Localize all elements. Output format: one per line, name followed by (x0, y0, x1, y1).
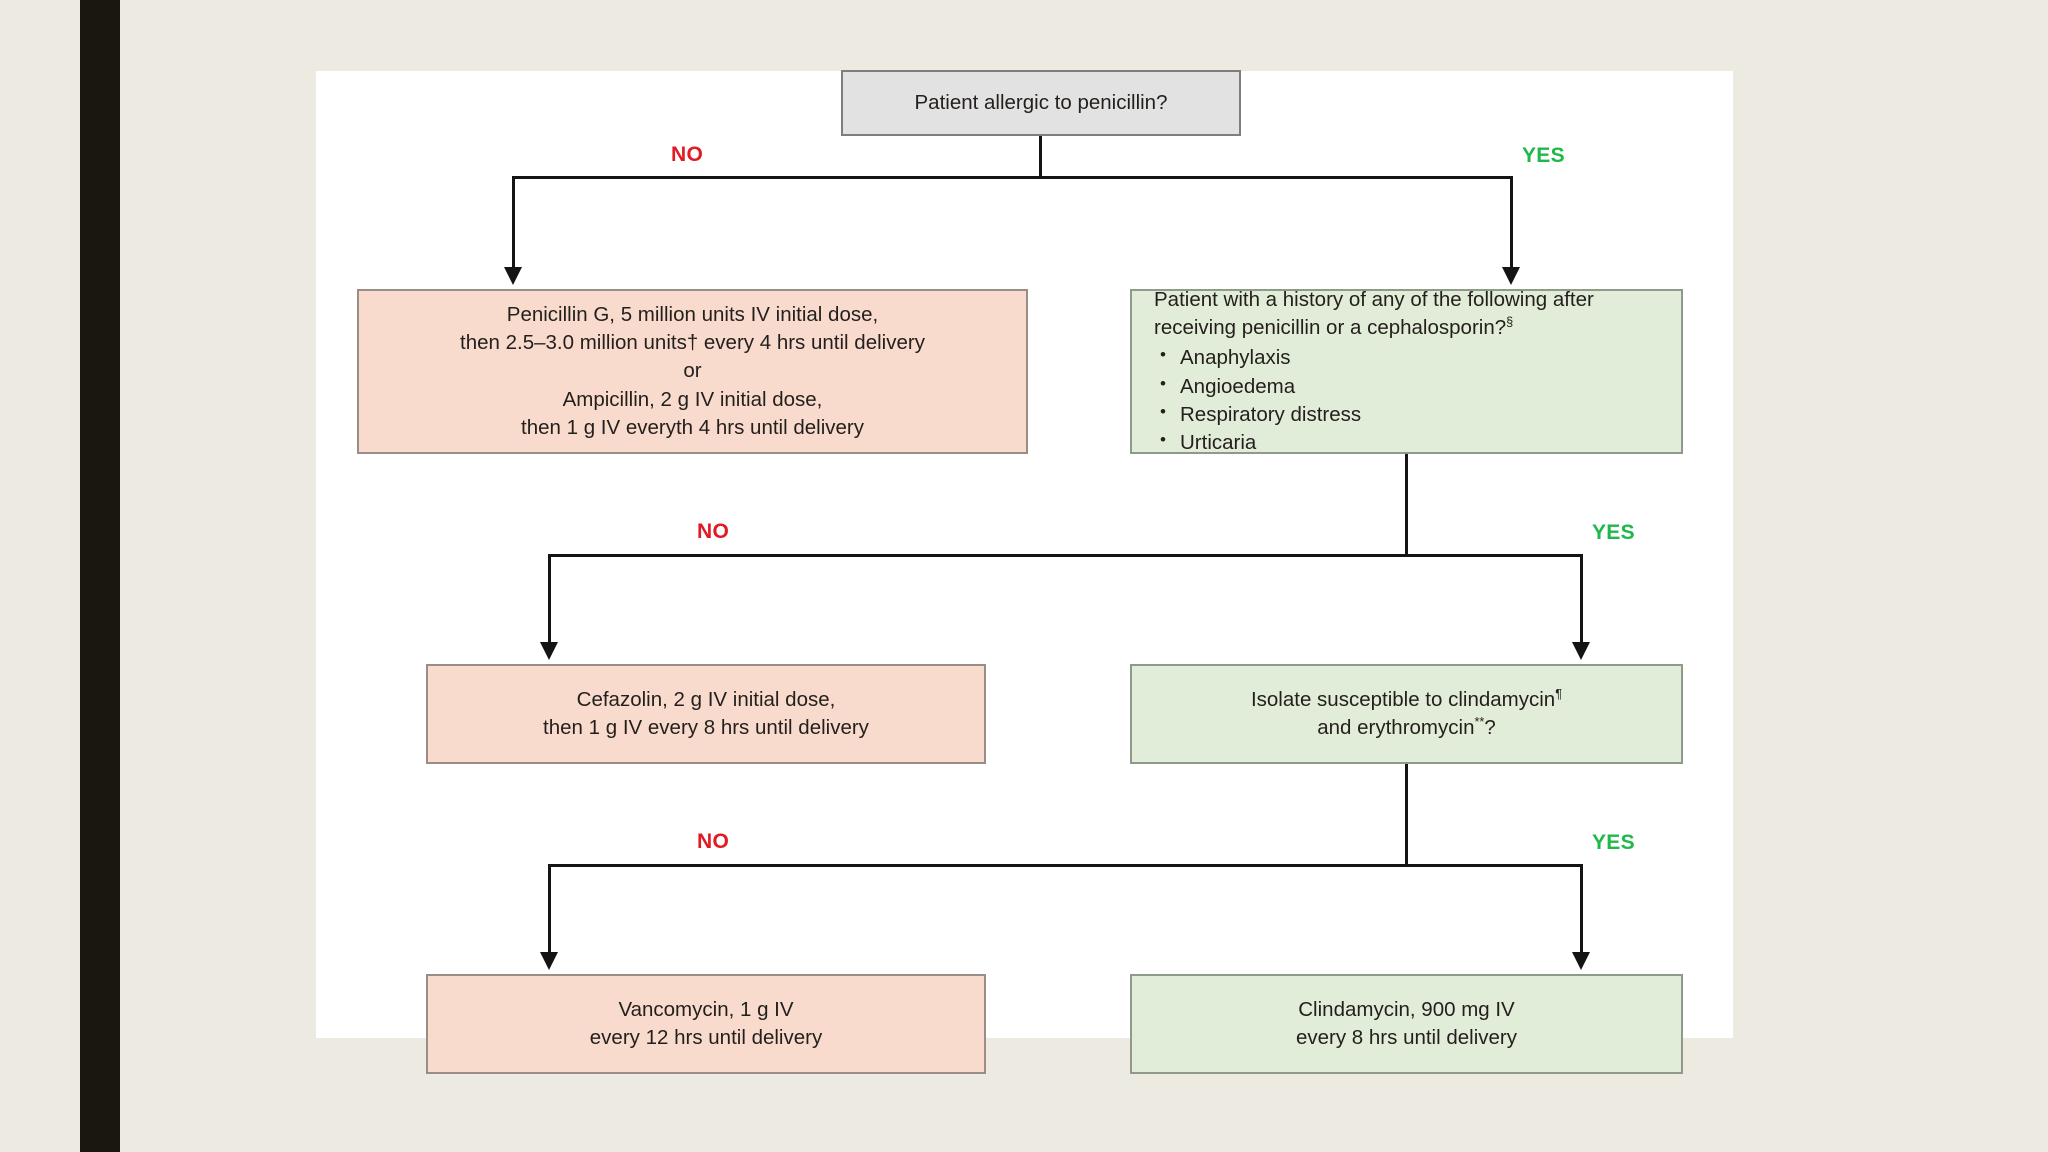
node-text-line: then 1 g IV every 8 hrs until delivery (543, 716, 869, 739)
connector-q3-yes-drop (1580, 864, 1583, 956)
branch-label-q1-no: NO (671, 143, 704, 166)
node-text-line: Clindamycin, 900 mg IV (1298, 997, 1515, 1021)
connector-q1-split (512, 176, 1512, 179)
connector-q2-stem (1405, 454, 1408, 554)
susceptibility-drug-1: Isolate susceptible to clindamycin (1250, 687, 1556, 711)
connector-q2-split (548, 554, 1583, 557)
slide-accent-bar (80, 0, 120, 1152)
connector-q1-yes-drop (1510, 176, 1513, 271)
node-text-line: Ampicillin, 2 g IV initial dose, (562, 387, 823, 411)
question-line-2: receiving penicillin or a cephalosporin?… (1154, 314, 1513, 342)
footnote-marker-section: § (1506, 314, 1514, 330)
arrowhead-q1-yes (1502, 267, 1520, 285)
arrowhead-q3-yes (1572, 952, 1590, 970)
connector-q1-stem (1039, 136, 1042, 176)
connector-q3-stem (1405, 764, 1408, 864)
node-text-line: then 2.5–3.0 million units† every 4 hrs … (460, 331, 925, 355)
node-penicillin-allergy-question[interactable]: Patient allergic to penicillin? (841, 70, 1241, 136)
list-item: Angioedema (1154, 371, 1361, 401)
list-item: Urticaria (1154, 428, 1361, 457)
connector-q1-no-drop (512, 176, 515, 271)
branch-label-q1-yes: YES (1522, 144, 1565, 167)
arrowhead-q2-yes (1572, 642, 1590, 660)
connector-q3-no-drop (548, 864, 551, 956)
connector-q3-split (548, 864, 1583, 867)
question-line-1: Patient with a history of any of the fol… (1154, 287, 1594, 311)
node-text-line: or (683, 359, 702, 383)
node-vancomycin-treatment[interactable]: Vancomycin, 1 g IV every 12 hrs until de… (426, 974, 986, 1074)
branch-label-q2-yes: YES (1592, 521, 1635, 544)
branch-label-q3-yes: YES (1592, 831, 1635, 854)
node-penicillin-ampicillin-treatment[interactable]: Penicillin G, 5 million units IV initial… (357, 289, 1028, 454)
node-text-line: every 8 hrs until delivery (1295, 1026, 1518, 1049)
node-clindamycin-treatment[interactable]: Clindamycin, 900 mg IV every 8 hrs until… (1130, 974, 1683, 1074)
node-text-line-2: and erythromycin**? (1317, 714, 1496, 742)
connector-q2-no-drop (548, 554, 551, 646)
arrowhead-q3-no (540, 952, 558, 970)
node-text-line: then 1 g IV everyth 4 hrs until delivery (521, 415, 864, 439)
node-allergy-history-question[interactable]: Patient with a history of any of the fol… (1130, 287, 1683, 457)
list-item: Anaphylaxis (1154, 343, 1361, 372)
node-text-line: Vancomycin, 1 g IV (618, 997, 794, 1021)
connector-q2-yes-drop (1580, 554, 1583, 646)
branch-label-q3-no: NO (697, 830, 730, 853)
node-text-line: Cefazolin, 2 g IV initial dose, (576, 687, 836, 711)
footnote-marker-pilcrow: ¶ (1555, 685, 1563, 701)
node-text-line: Penicillin G, 5 million units IV initial… (506, 302, 879, 326)
arrowhead-q2-no (540, 642, 558, 660)
question-line-2-text: receiving penicillin or a cephalosporin? (1154, 315, 1507, 339)
susceptibility-drug-2: and erythromycin (1317, 716, 1475, 739)
list-item: Respiratory distress (1154, 400, 1361, 429)
node-cefazolin-treatment[interactable]: Cefazolin, 2 g IV initial dose, then 1 g… (426, 664, 986, 764)
node-text-line: every 12 hrs until delivery (589, 1026, 823, 1049)
node-text-line-1: Isolate susceptible to clindamycin¶ (1251, 686, 1562, 714)
susceptibility-tail: ? (1484, 716, 1496, 739)
node-text: Patient allergic to penicillin? (914, 90, 1168, 114)
branch-label-q2-no: NO (697, 520, 730, 543)
footnote-marker-asterisks: ** (1474, 714, 1485, 730)
arrowhead-q1-no (504, 267, 522, 285)
node-clindamycin-susceptibility-question[interactable]: Isolate susceptible to clindamycin¶ and … (1130, 664, 1683, 764)
allergy-symptom-list: Anaphylaxis Angioedema Respiratory distr… (1154, 343, 1361, 457)
flowchart-panel: Patient allergic to penicillin? NO YES P… (316, 70, 1733, 1074)
